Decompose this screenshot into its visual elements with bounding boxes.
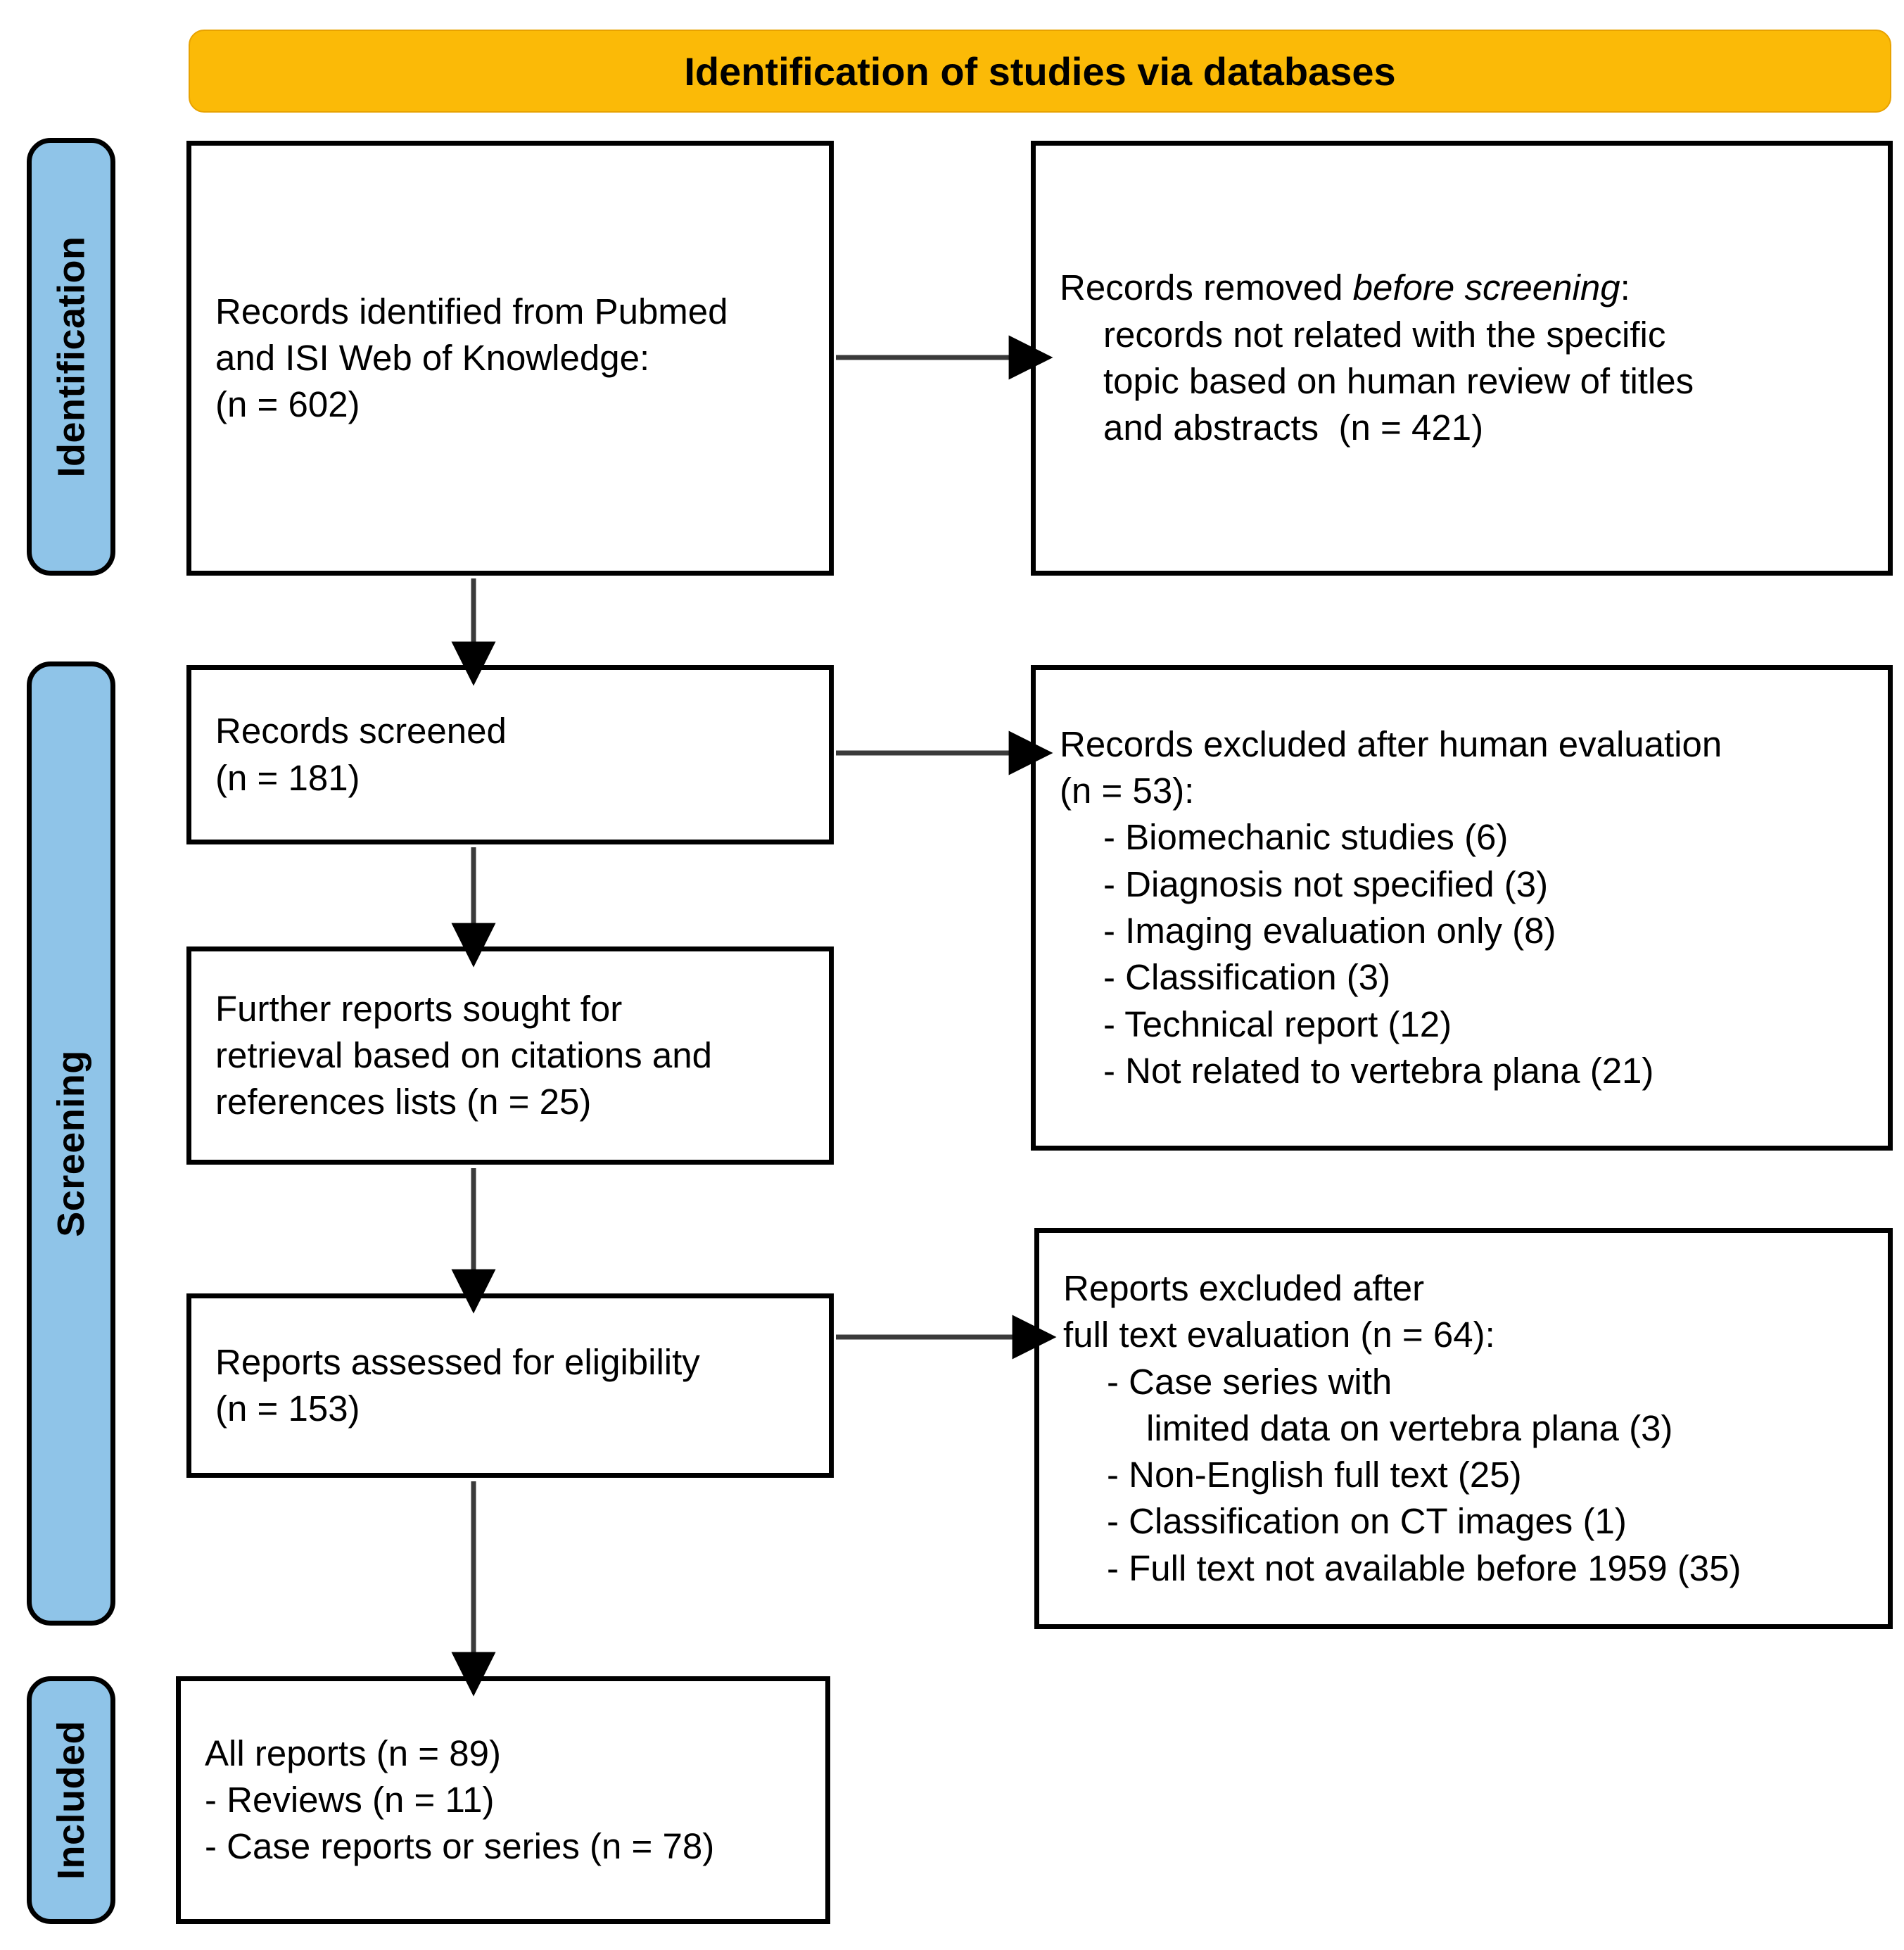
records-excluded-box: Records excluded after human evaluation … bbox=[1031, 665, 1893, 1151]
records-removed-box: Records removed before screening: record… bbox=[1031, 141, 1893, 576]
records-excluded-heading-2: (n = 53): bbox=[1060, 771, 1195, 811]
banner-title: Identification of studies via databases bbox=[684, 49, 1396, 94]
records-screened-line-1: Records screened bbox=[215, 711, 507, 752]
records-screened-line-2: (n = 181) bbox=[215, 757, 360, 798]
records-removed-lead-suffix: : bbox=[1620, 267, 1630, 308]
records-identified-box: Records identified from Pubmed and ISI W… bbox=[186, 141, 834, 576]
all-reports-line-3: - Case reports or series (n = 78) bbox=[205, 1826, 715, 1867]
reports-excluded-item-1: - Case series with bbox=[1107, 1361, 1392, 1402]
records-excluded-item-6: - Not related to vertebra plana (21) bbox=[1103, 1050, 1654, 1091]
all-reports-line-2: - Reviews (n = 11) bbox=[205, 1779, 495, 1820]
records-excluded-heading-1: Records excluded after human evaluation bbox=[1060, 723, 1722, 764]
reports-assessed-line-2: (n = 153) bbox=[215, 1388, 360, 1429]
records-removed-lead-prefix: Records removed bbox=[1060, 267, 1353, 308]
further-reports-box: Further reports sought for retrieval bas… bbox=[186, 946, 834, 1165]
reports-excluded-item-2: limited data on vertebra plana (3) bbox=[1146, 1407, 1673, 1448]
further-reports-line-3: references lists (n = 25) bbox=[215, 1082, 592, 1122]
records-identified-line-3: (n = 602) bbox=[215, 384, 360, 425]
stage-pill-screening: Screening bbox=[27, 661, 115, 1626]
stage-label-included: Included bbox=[50, 1720, 93, 1880]
records-excluded-item-3: - Imaging evaluation only (8) bbox=[1103, 911, 1556, 951]
stage-label-identification: Identification bbox=[50, 236, 92, 478]
stage-label-screening: Screening bbox=[50, 1050, 92, 1237]
records-identified-line-1: Records identified from Pubmed bbox=[215, 291, 728, 331]
records-removed-lead-italic: before screening bbox=[1352, 267, 1620, 308]
records-excluded-item-2: - Diagnosis not specified (3) bbox=[1103, 863, 1549, 904]
records-removed-line-2: topic based on human review of titles bbox=[1103, 361, 1694, 401]
further-reports-line-1: Further reports sought for bbox=[215, 988, 623, 1029]
reports-excluded-heading-2: full text evaluation (n = 64): bbox=[1063, 1315, 1495, 1355]
records-identified-line-2: and ISI Web of Knowledge: bbox=[215, 337, 650, 378]
records-removed-heading: Records removed before screening: bbox=[1060, 265, 1864, 311]
all-reports-line-1: All reports (n = 89) bbox=[205, 1733, 501, 1773]
reports-excluded-item-5: - Full text not available before 1959 (3… bbox=[1107, 1547, 1741, 1588]
reports-assessed-box: Reports assessed for eligibility (n = 15… bbox=[186, 1293, 834, 1478]
reports-excluded-box: Reports excluded after full text evaluat… bbox=[1034, 1228, 1893, 1629]
reports-excluded-item-4: - Classification on CT images (1) bbox=[1107, 1501, 1627, 1542]
reports-excluded-item-3: - Non-English full text (25) bbox=[1107, 1455, 1522, 1495]
identification-banner: Identification of studies via databases bbox=[189, 30, 1891, 113]
records-excluded-item-4: - Classification (3) bbox=[1103, 957, 1391, 998]
records-removed-line-3: and abstracts (n = 421) bbox=[1103, 407, 1484, 448]
further-reports-line-2: retrieval based on citations and bbox=[215, 1034, 712, 1075]
stage-pill-identification: Identification bbox=[27, 138, 115, 576]
records-removed-line-1: records not related with the specific bbox=[1103, 314, 1666, 355]
reports-excluded-heading-1: Reports excluded after bbox=[1063, 1267, 1425, 1308]
all-reports-box: All reports (n = 89) - Reviews (n = 11) … bbox=[176, 1676, 830, 1924]
reports-assessed-line-1: Reports assessed for eligibility bbox=[215, 1341, 700, 1382]
records-excluded-item-1: - Biomechanic studies (6) bbox=[1103, 817, 1509, 858]
stage-pill-included: Included bbox=[27, 1676, 115, 1924]
records-screened-box: Records screened (n = 181) bbox=[186, 665, 834, 844]
records-excluded-item-5: - Technical report (12) bbox=[1103, 1004, 1452, 1044]
